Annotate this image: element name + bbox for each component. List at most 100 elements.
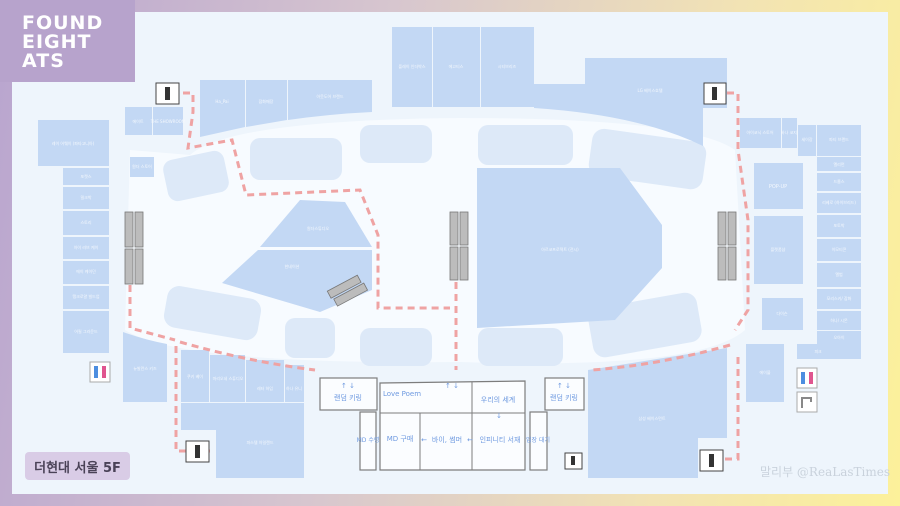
store[interactable] (754, 216, 803, 284)
store[interactable] (200, 80, 245, 137)
booth-entry-wait[interactable] (529, 411, 548, 471)
event-booths: ↑ ↓ 랜덤 키링 ↑ ↓ 랜덤 키링 ↑ ↓ Love Poem 우리의 세계… (319, 377, 585, 471)
store[interactable] (246, 360, 284, 402)
store[interactable] (260, 200, 372, 247)
svg-text:하나/ 시몬: 하나/ 시몬 (830, 317, 848, 323)
store[interactable] (477, 168, 662, 328)
store[interactable] (210, 355, 245, 402)
store[interactable] (433, 27, 480, 107)
svg-text:앨범: 앨범 (835, 271, 843, 277)
store[interactable] (246, 80, 287, 127)
store[interactable] (588, 348, 727, 478)
store[interactable] (817, 239, 861, 261)
store[interactable] (534, 58, 727, 146)
svg-text:←: ← (467, 436, 473, 444)
store[interactable] (63, 311, 109, 353)
svg-text:밀크박: 밀크박 (80, 194, 91, 200)
svg-text:탱크로얄 빌드업: 탱크로얄 빌드업 (72, 293, 99, 299)
store[interactable] (817, 289, 861, 309)
store[interactable] (63, 187, 109, 209)
store[interactable] (285, 365, 304, 402)
svg-text:잡화매장: 잡화매장 (259, 98, 274, 104)
island (360, 125, 432, 163)
svg-text:리베로 (하이브리드): 리베로 (하이브리드) (822, 199, 856, 205)
floor-label: 더현대 서울 5F (25, 452, 130, 480)
svg-text:하나 유니: 하나 유니 (286, 385, 302, 391)
store[interactable] (63, 261, 109, 284)
store[interactable] (817, 311, 861, 330)
store[interactable] (123, 332, 167, 402)
svg-text:뉴발란스 키즈: 뉴발란스 키즈 (133, 365, 157, 371)
svg-text:POP-UP: POP-UP (769, 184, 787, 190)
booth-md-pickup[interactable] (359, 411, 377, 471)
store[interactable] (817, 193, 861, 213)
store[interactable] (38, 120, 109, 166)
store[interactable] (817, 157, 861, 171)
svg-text:플랫폼샵: 플랫폼샵 (771, 246, 786, 252)
store[interactable] (181, 403, 304, 478)
island (478, 125, 573, 165)
svg-text:세이장: 세이장 (801, 136, 812, 142)
store[interactable] (481, 27, 534, 107)
svg-text:레터 하임: 레터 하임 (257, 385, 273, 391)
svg-text:에이트: 에이트 (132, 118, 143, 124)
svg-text:앨리먼: 앨리먼 (833, 161, 844, 167)
svg-text:한네이션: 한네이션 (285, 263, 300, 269)
store[interactable] (392, 27, 432, 107)
water-fountain-icon (796, 391, 818, 413)
elevators (89, 82, 818, 472)
store[interactable] (740, 118, 781, 148)
svg-text:에이 케이던: 에이 케이던 (76, 268, 96, 274)
booth-main[interactable] (379, 380, 526, 471)
svg-text:에고티스: 에고티스 (449, 63, 464, 69)
svg-text:↑ ↓: ↑ ↓ (341, 382, 355, 390)
escalator-icon (326, 274, 362, 299)
svg-text:MD 구매: MD 구매 (387, 435, 414, 443)
restroom-icon (796, 367, 818, 389)
svg-text:우리의 세계: 우리의 세계 (481, 395, 515, 404)
store[interactable] (817, 173, 861, 191)
island (478, 328, 563, 366)
escalator-icon (717, 246, 727, 281)
escalator-icon (459, 246, 469, 281)
store[interactable] (153, 107, 183, 135)
svg-text:이모티콘: 이모티콘 (832, 246, 847, 252)
restroom-icon (89, 361, 111, 383)
store[interactable] (63, 237, 109, 259)
store[interactable] (798, 125, 816, 156)
store[interactable] (797, 344, 840, 359)
escalator-icon (449, 211, 459, 246)
island (360, 328, 432, 366)
store[interactable] (63, 168, 109, 185)
svg-text:LG 베이스호텔: LG 베이스호텔 (638, 87, 663, 93)
svg-text:랜덤 키링: 랜덤 키링 (334, 393, 362, 402)
store[interactable] (130, 157, 154, 177)
store[interactable] (125, 107, 152, 135)
store[interactable] (782, 118, 797, 148)
store[interactable] (746, 344, 784, 402)
escalator-icon (124, 211, 134, 248)
escalator-icon (134, 211, 144, 248)
store[interactable] (817, 263, 861, 287)
store[interactable] (288, 80, 372, 120)
store[interactable] (817, 215, 861, 237)
booth-keyring-left[interactable] (319, 377, 378, 411)
svg-text:포켓스: 포켓스 (80, 173, 91, 179)
store[interactable] (181, 350, 209, 402)
booth-keyring-right[interactable] (544, 377, 585, 411)
svg-text:시티브리즈: 시티브리즈 (498, 63, 517, 69)
svg-text:피크: 피크 (814, 348, 822, 354)
svg-text:Love Poem: Love Poem (383, 390, 421, 398)
svg-text:↓: ↓ (496, 412, 502, 420)
store[interactable] (63, 286, 109, 309)
store-popup[interactable] (754, 163, 803, 209)
escalator-icon (459, 211, 469, 246)
escalator-icon (449, 246, 459, 281)
store[interactable] (63, 211, 109, 235)
escalator-icon (727, 211, 737, 246)
found-eight-logo: FOUND EIGHT ATS (22, 12, 104, 72)
store[interactable] (762, 298, 803, 330)
store[interactable] (817, 125, 861, 156)
svg-text:삼성 베이스먼트: 삼성 베이스먼트 (638, 415, 665, 421)
svg-text:오아이: 오아이 (833, 334, 844, 340)
